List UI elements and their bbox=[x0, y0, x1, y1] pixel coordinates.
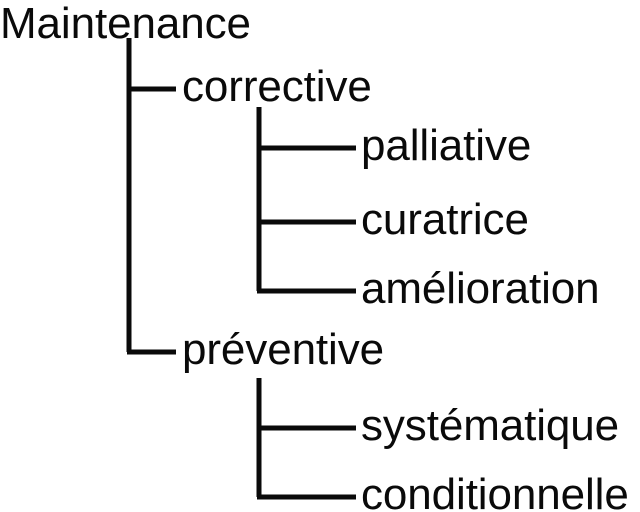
node-label-corrective: corrective bbox=[182, 62, 372, 111]
node-label-amelioration: amélioration bbox=[361, 264, 600, 313]
node-label-systematique: systématique bbox=[361, 401, 620, 450]
node-label-preventive: préventive bbox=[182, 325, 385, 374]
node-label-curatrice: curatrice bbox=[361, 195, 529, 244]
node-label-conditionnelle: conditionnelle bbox=[361, 470, 629, 512]
node-label-palliative: palliative bbox=[361, 121, 532, 170]
node-label-maintenance: Maintenance bbox=[0, 0, 251, 48]
